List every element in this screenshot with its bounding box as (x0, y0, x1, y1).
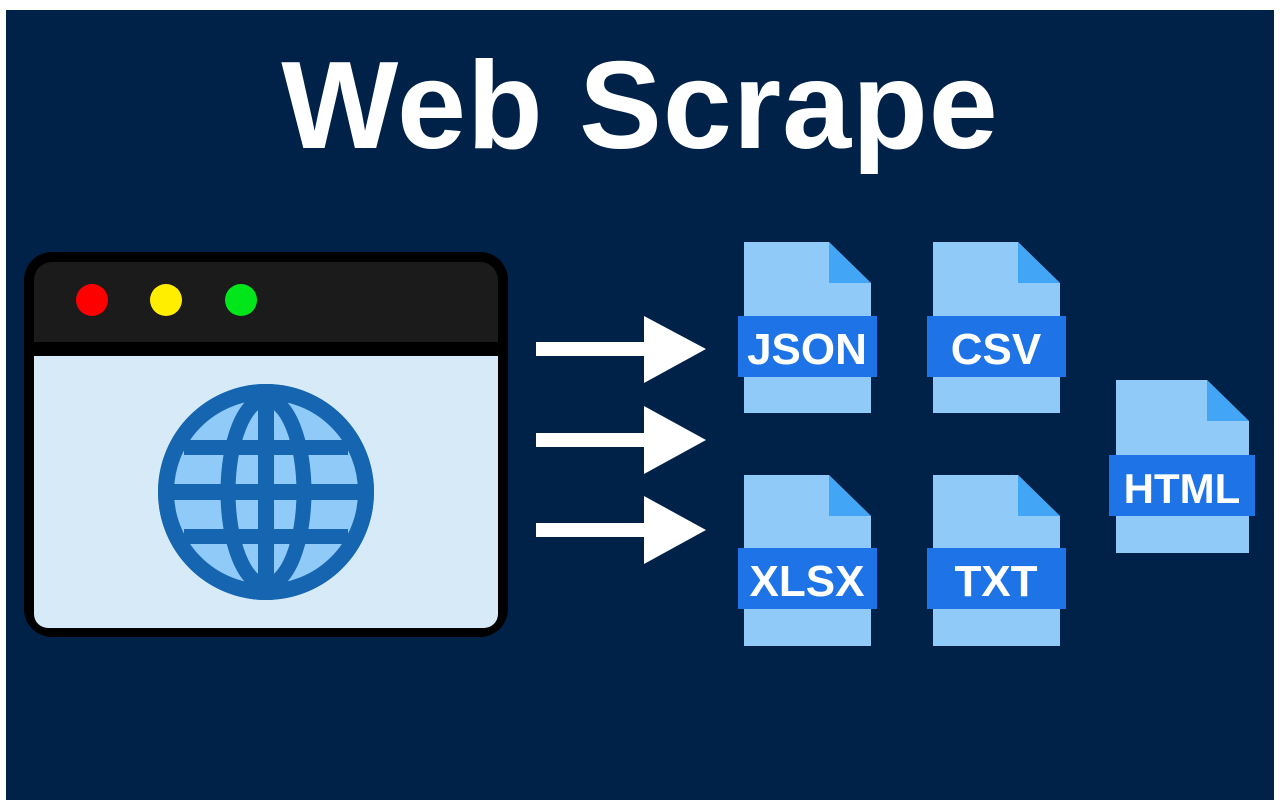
file-icon-csv: CSV (927, 242, 1066, 413)
file-label-json: JSON (747, 325, 867, 374)
file-label-xlsx: XLSX (750, 557, 865, 606)
browser-titlebar-fill (34, 300, 498, 342)
close-dot (76, 284, 108, 316)
file-label-csv: CSV (951, 325, 1042, 374)
arrow-right-icon (536, 406, 706, 474)
file-icon-txt: TXT (927, 475, 1066, 646)
page-title: Web Scrape (281, 37, 999, 175)
file-icon-xlsx: XLSX (738, 475, 877, 646)
file-icon-json: JSON (738, 242, 877, 413)
minimize-dot (150, 284, 182, 316)
file-label-html: HTML (1124, 465, 1241, 512)
maximize-dot (225, 284, 257, 316)
globe-icon (158, 384, 374, 600)
arrow-right-icon (536, 496, 706, 564)
file-icon-html: HTML (1109, 380, 1255, 553)
arrow-right-icon (536, 316, 706, 383)
file-label-txt: TXT (954, 557, 1037, 606)
browser-window (24, 252, 508, 637)
browser-content-fill (34, 356, 498, 386)
